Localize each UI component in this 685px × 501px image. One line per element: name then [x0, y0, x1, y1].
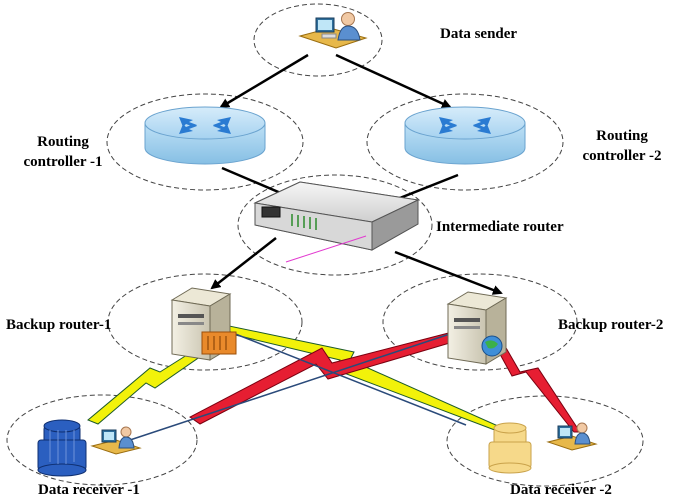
- boundary-backup-router-2: [382, 273, 578, 371]
- label-routing-controller-2-line2: controller -2: [582, 148, 662, 164]
- arrow-sender-to-controller-2: [335, 53, 452, 109]
- label-routing-controller-2: Routing controller -2: [567, 126, 677, 166]
- database-and-user-icon: [488, 422, 598, 474]
- connection-arrows: [210, 53, 503, 295]
- user-at-computer-icon: [298, 12, 368, 49]
- thin-link-backup1: [204, 321, 467, 426]
- thin-link-backup2: [129, 321, 487, 441]
- boundary-routing-controller-1: [106, 93, 304, 191]
- dashed-boundaries: [6, 3, 644, 487]
- network-switch-icon: [253, 181, 420, 263]
- router-icon: [404, 106, 526, 165]
- label-routing-controller-1-line1: Routing: [37, 134, 89, 150]
- bolt-red-backup2-to-receiver1: [189, 328, 471, 425]
- label-backup-router-1: Backup router-1: [6, 317, 112, 333]
- boundary-routing-controller-2: [366, 93, 564, 191]
- label-routing-controller-1-line2: controller -1: [23, 154, 103, 170]
- boundary-backup-router-1: [107, 273, 303, 371]
- label-routing-controller-1: Routing controller -1: [8, 132, 118, 172]
- label-data-receiver-2: Data receiver -2: [510, 482, 612, 498]
- database-and-user-icon: [37, 419, 142, 477]
- arrow-router-to-backup-2: [394, 250, 503, 295]
- label-data-sender: Data sender: [440, 26, 518, 42]
- server-icon: [170, 287, 237, 361]
- boundary-intermediate-router: [237, 174, 433, 276]
- server-icon: [446, 291, 508, 365]
- arrow-sender-to-controller-1: [219, 53, 309, 109]
- bolt-yellow-backup1-to-receiver1: [87, 347, 205, 425]
- label-data-receiver-1: Data receiver -1: [38, 482, 140, 498]
- router-icon: [144, 106, 266, 165]
- label-intermediate-router: Intermediate router: [436, 219, 564, 235]
- label-backup-router-2: Backup router-2: [558, 317, 664, 333]
- boundary-data-receiver-1: [6, 394, 198, 486]
- boundary-data-receiver-2: [446, 395, 644, 487]
- boundary-data-sender: [253, 3, 383, 77]
- label-routing-controller-2-line1: Routing: [596, 128, 648, 144]
- arrow-router-to-backup-1: [210, 237, 277, 290]
